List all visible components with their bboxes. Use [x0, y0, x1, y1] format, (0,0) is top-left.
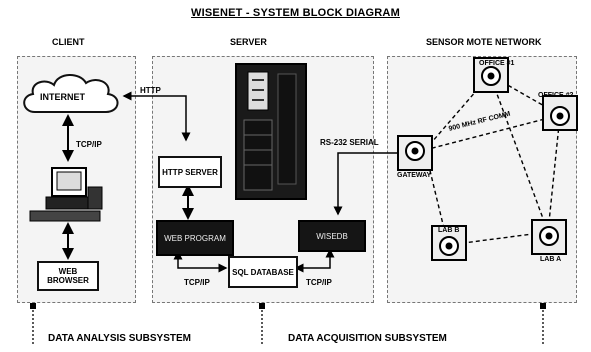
http-server-box: HTTP SERVER	[158, 156, 222, 188]
lab-a-label: LAB A	[540, 256, 561, 263]
wisedb-sql-link	[296, 250, 330, 268]
gateway-label: GATEWAY	[397, 172, 431, 179]
web-program-box: WEB PROGRAM	[156, 220, 234, 256]
internet-label: INTERNET	[40, 92, 85, 102]
office1-label: OFFICE #1	[479, 60, 514, 67]
data-analysis-subsystem-label: DATA ANALYSIS SUBSYSTEM	[48, 333, 191, 344]
lab-b-label: LAB B	[438, 227, 459, 234]
client-tcpip-label: TCP/IP	[76, 140, 102, 149]
client-computer-icon	[30, 168, 102, 221]
wisedb-box: WISEDB	[298, 220, 366, 252]
http-label: HTTP	[140, 86, 161, 95]
gateway-mote-icon	[398, 136, 432, 170]
data-acquisition-subsystem-label: DATA ACQUISITION SUBSYSTEM	[288, 333, 447, 344]
tcpip-right-label: TCP/IP	[306, 278, 332, 287]
web-browser-box: WEB BROWSER	[37, 261, 99, 291]
office2-label: OFFICE #2	[538, 92, 573, 99]
http-link	[124, 96, 186, 140]
office2-mote-icon	[543, 96, 577, 130]
tcpip-left-label: TCP/IP	[184, 278, 210, 287]
server-tower-icon	[236, 64, 306, 199]
lab-a-mote-icon	[532, 220, 566, 254]
rs232-link	[338, 153, 405, 214]
sql-database-box: SQL DATABASE	[228, 256, 298, 288]
rs232-label: RS-232 SERIAL	[320, 138, 379, 147]
